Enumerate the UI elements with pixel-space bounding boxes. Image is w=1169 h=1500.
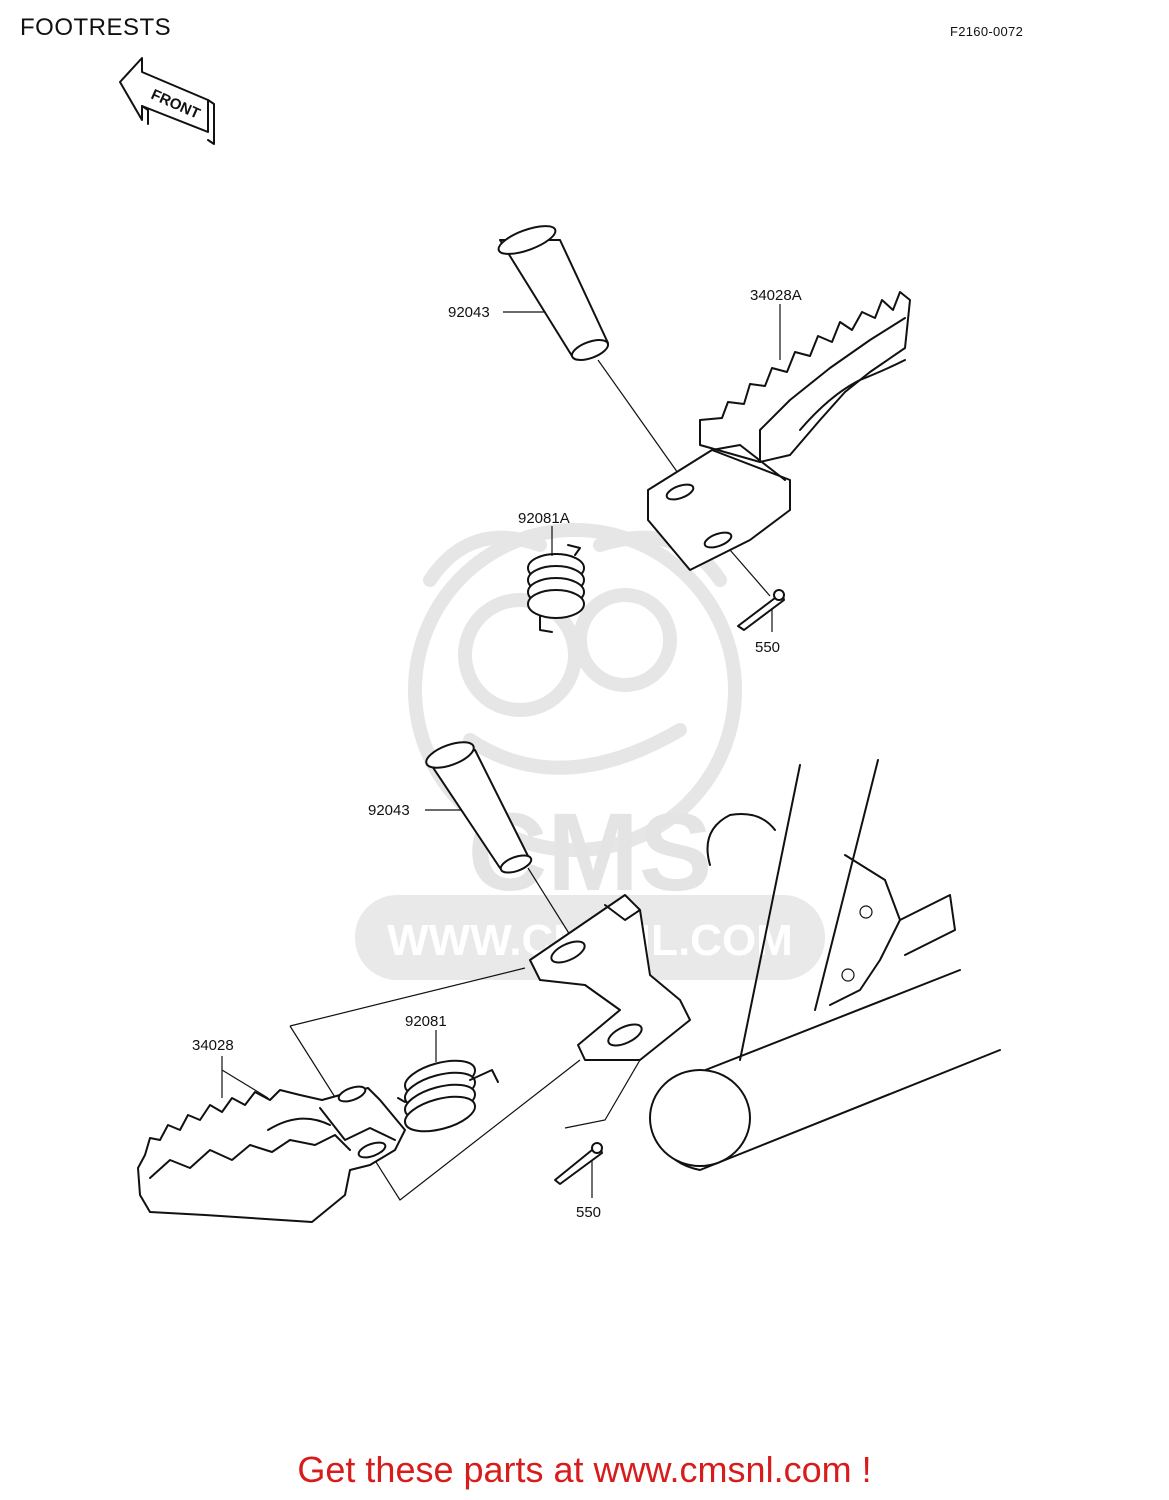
pin-lower xyxy=(425,741,533,874)
callout-label: 550 xyxy=(755,639,780,656)
callout-92081: 92081 xyxy=(405,1013,447,1062)
watermark-mascot-circle xyxy=(408,523,742,857)
callout-92043-upper: 92043 xyxy=(448,304,545,321)
callout-34028A: 34028A xyxy=(750,287,802,360)
callout-92081A: 92081A xyxy=(518,510,570,556)
callout-550-lower: 550 xyxy=(576,1160,601,1221)
callout-label: 34028A xyxy=(750,287,802,304)
frame-structure xyxy=(649,759,1001,1171)
callout-92043-lower: 92043 xyxy=(368,802,462,819)
watermark-mascot-mouth xyxy=(463,723,687,775)
cotter-pin-lower xyxy=(554,1142,603,1185)
pin-upper xyxy=(497,225,610,361)
callout-label: 92043 xyxy=(448,304,490,321)
diagram-code: F2160-0072 xyxy=(950,24,1024,39)
leader-cotter-lower xyxy=(564,1059,641,1129)
footer-promo-link[interactable]: Get these parts at www.cmsnl.com ! xyxy=(297,1449,872,1490)
leader-triangle xyxy=(289,967,581,1201)
watermark: CMS WWW.CMSNL.COM xyxy=(355,523,825,980)
spring-lower xyxy=(397,1059,499,1133)
callout-label: 92081A xyxy=(518,510,570,527)
page-title: FOOTRESTS xyxy=(20,14,172,41)
callout-34028: 34028 xyxy=(192,1037,269,1099)
leader-pin-lower xyxy=(527,867,571,936)
footrest-upper xyxy=(647,291,911,571)
callout-550-upper: 550 xyxy=(755,608,780,656)
leader-pin-to-cotter-upper xyxy=(729,549,771,597)
spring-upper xyxy=(527,544,585,633)
front-arrow: FRONT xyxy=(119,57,215,145)
callout-label: 34028 xyxy=(192,1037,234,1054)
footrest-lower xyxy=(137,1085,406,1223)
watermark-goggle-left xyxy=(458,593,582,717)
callout-label: 92043 xyxy=(368,802,410,819)
callout-label: 550 xyxy=(576,1204,601,1221)
callout-label: 92081 xyxy=(405,1013,447,1030)
cotter-pin-upper xyxy=(737,589,785,631)
watermark-goggle-right xyxy=(573,588,677,692)
leader-pin-upper xyxy=(597,359,691,491)
